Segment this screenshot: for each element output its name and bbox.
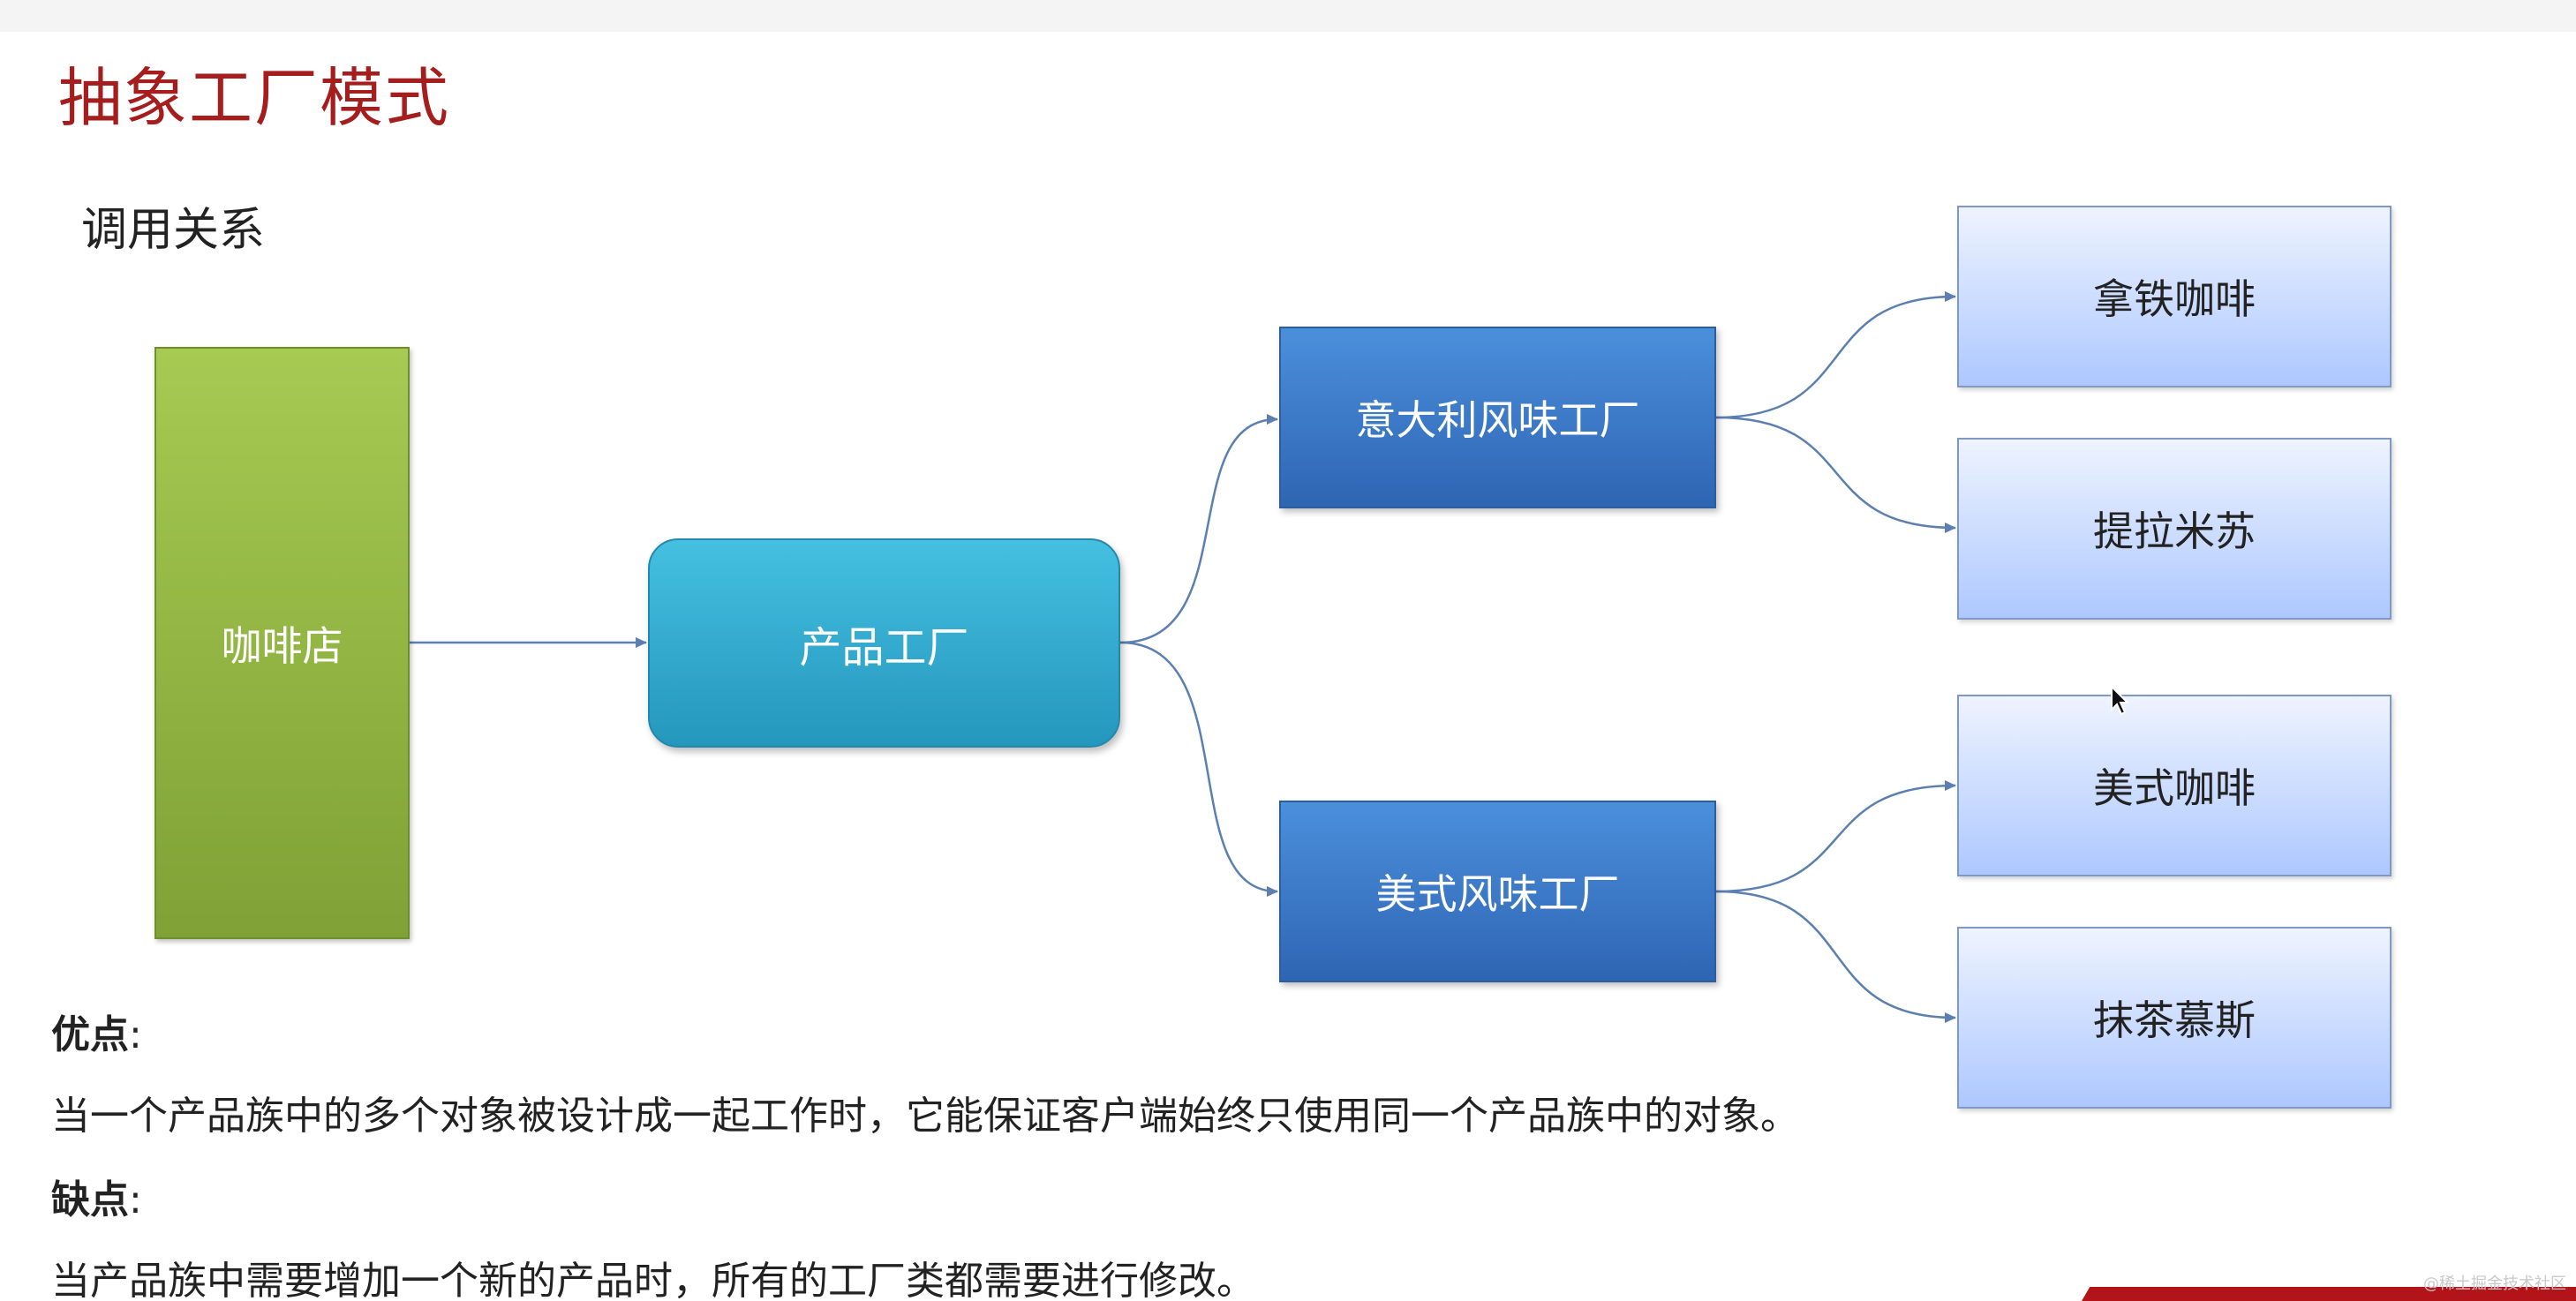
pros-colon: : <box>129 1012 142 1057</box>
italian-factory-label: 意大利风味工厂 <box>1355 396 1640 444</box>
cons-heading: 缺点: <box>51 1168 142 1224</box>
arrow-italian-to-tiramisu <box>1715 416 1956 533</box>
coffee-shop-label: 咖啡店 <box>221 621 343 670</box>
tiramisu-node: 提拉米苏 <box>1957 438 2391 620</box>
latte-label: 拿铁咖啡 <box>2093 275 2256 323</box>
arrow-factory-to-american <box>1119 641 1278 897</box>
top-strip <box>0 0 2576 32</box>
latte-node: 拿铁咖啡 <box>1957 206 2391 387</box>
product-factory-node: 产品工厂 <box>648 538 1120 748</box>
american-factory-label: 美式风味工厂 <box>1375 870 1620 918</box>
product-factory-label: 产品工厂 <box>799 622 969 673</box>
arrow-factory-to-italian <box>1119 414 1278 644</box>
mouse-cursor-icon <box>2111 685 2130 716</box>
pros-label: 优点 <box>51 1012 129 1057</box>
arrow-italian-to-latte <box>1715 291 1956 419</box>
pros-text: 当一个产品族中的多个对象被设计成一起工作时，它能保证客户端始终只使用同一个产品族… <box>51 1094 1799 1139</box>
coffee-shop-node: 咖啡店 <box>154 347 410 939</box>
watermark: @稀土掘金技术社区 <box>2423 1275 2566 1293</box>
matcha-mousse-label: 抹茶慕斯 <box>2093 996 2256 1044</box>
tiramisu-label: 提拉米苏 <box>2093 508 2256 555</box>
american-coffee-label: 美式咖啡 <box>2093 764 2256 812</box>
cons-label: 缺点 <box>51 1177 129 1222</box>
arrow-american-to-americano <box>1715 780 1956 893</box>
cons-colon: : <box>129 1177 142 1222</box>
arrow-american-to-mousse <box>1715 890 1956 1023</box>
italian-factory-node: 意大利风味工厂 <box>1279 327 1716 508</box>
slide-subtitle: 调用关系 <box>81 204 266 257</box>
american-coffee-node: 美式咖啡 <box>1957 695 2391 876</box>
slide-title: 抽象工厂模式 <box>58 61 451 135</box>
cons-text: 当产品族中需要增加一个新的产品时，所有的工厂类都需要进行修改。 <box>51 1259 1255 1301</box>
pros-heading: 优点: <box>51 1003 142 1059</box>
american-factory-node: 美式风味工厂 <box>1279 801 1716 982</box>
matcha-mousse-node: 抹茶慕斯 <box>1957 927 2391 1109</box>
